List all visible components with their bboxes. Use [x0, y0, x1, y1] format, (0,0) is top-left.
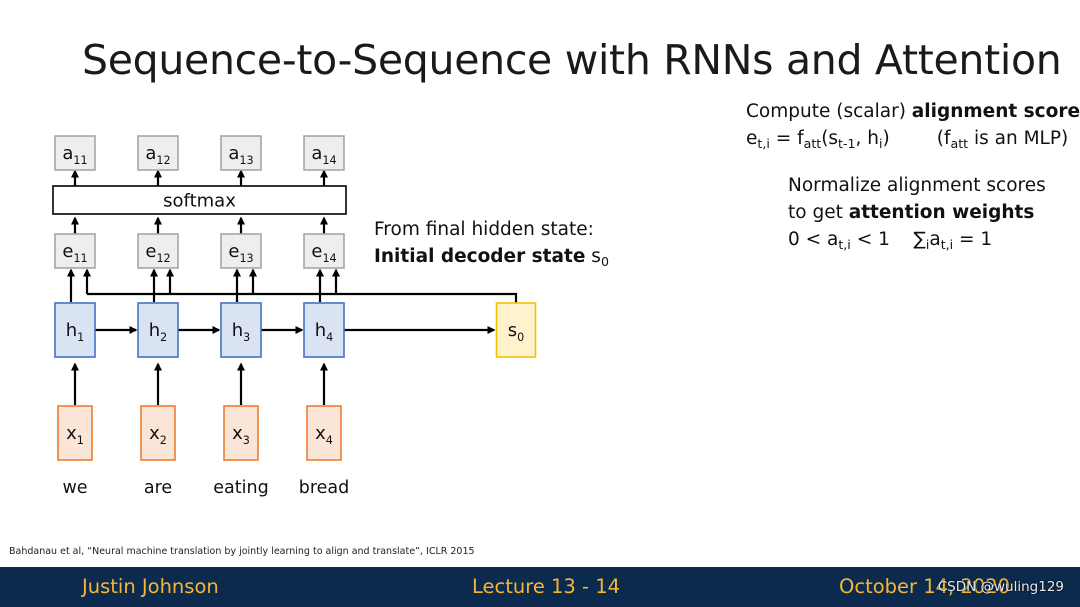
- input-x4: x4: [306, 405, 342, 461]
- input-x3-box: [223, 405, 259, 461]
- input-x3: x3: [223, 405, 259, 461]
- input-x4-box: [306, 405, 342, 461]
- alignment-score-e14-box: [303, 233, 345, 269]
- alignment-score-e11-label: e11: [62, 241, 87, 265]
- alignment-score-e13-box: [220, 233, 262, 269]
- attention-weight-a11: a11: [54, 135, 96, 171]
- alignment-score-e11-box: [54, 233, 96, 269]
- normalize-annotation: Normalize alignment scores to get attent…: [788, 172, 1046, 253]
- citation: Bahdanau et al, “Neural machine translat…: [9, 546, 475, 557]
- softmax-block: softmax: [52, 185, 347, 215]
- input-x2: x2: [140, 405, 176, 461]
- alignment-score-e13: e13: [220, 233, 262, 269]
- encoder-state-h2-label: h2: [149, 320, 168, 344]
- input-x1: x1: [57, 405, 93, 461]
- encoder-state-h3-label: h3: [232, 320, 251, 344]
- initial-state-line2: Initial decoder state s0: [374, 246, 609, 269]
- input-word: we: [62, 478, 87, 498]
- watermark: CSDN @wuling129: [937, 579, 1064, 595]
- attention-weight-a13-label: a13: [228, 143, 253, 167]
- initial-state-annotation: From final hidden state: Initial decoder…: [374, 216, 609, 270]
- footer-lecture: Lecture 13 - 14: [472, 575, 621, 598]
- encoder-state-h2: h2: [137, 302, 179, 358]
- encoder-state-h2-box: [137, 302, 179, 358]
- input-x1-label: x1: [66, 423, 84, 447]
- slide-title: Sequence-to-Sequence with RNNs and Atten…: [82, 36, 1062, 84]
- encoder-state-h1: h1: [54, 302, 96, 358]
- footer-author: Justin Johnson: [82, 575, 219, 598]
- attention-diagram: a11 a12 a13 a14 softmax e11 e12 e13 e14 h1 h2 h3 h4 s…: [52, 135, 537, 498]
- footer-bar: Justin Johnson Lecture 13 - 14 October 1…: [0, 567, 1080, 607]
- initial-state-line1: From final hidden state:: [374, 219, 594, 240]
- decoder-state-s0-label: s0: [508, 320, 525, 344]
- attention-weight-a12-box: [137, 135, 179, 171]
- s0-feedback-line: [87, 292, 518, 303]
- footer-date: October 14, 2020: [839, 575, 1011, 598]
- normalize-line2: to get attention weights: [788, 202, 1035, 223]
- softmax-box: [52, 185, 347, 215]
- attention-weight-a13-box: [220, 135, 262, 171]
- attention-weight-a12-label: a12: [145, 143, 170, 167]
- input-x4-label: x4: [315, 423, 333, 447]
- compute-line1: Compute (scalar) alignment scores: [746, 101, 1080, 122]
- decoder-state-s0-box: [495, 302, 537, 358]
- softmax-label: softmax: [163, 191, 236, 212]
- input-x2-box: [140, 405, 176, 461]
- alignment-score-e14: e14: [303, 233, 345, 269]
- input-word: bread: [299, 478, 350, 498]
- alignment-score-e11: e11: [54, 233, 96, 269]
- encoder-state-h4: h4: [303, 302, 345, 358]
- alignment-score-e13-label: e13: [228, 241, 253, 265]
- alignment-score-e12: e12: [137, 233, 179, 269]
- input-x1-box: [57, 405, 93, 461]
- alignment-score-e14-label: e14: [311, 241, 336, 265]
- input-word: eating: [213, 478, 268, 498]
- attention-weight-a11-box: [54, 135, 96, 171]
- encoder-state-h4-box: [303, 302, 345, 358]
- attention-weight-a12: a12: [137, 135, 179, 171]
- normalize-line1: Normalize alignment scores: [788, 175, 1046, 196]
- alignment-score-e12-label: e12: [145, 241, 170, 265]
- encoder-state-h1-label: h1: [66, 320, 85, 344]
- attention-weight-a11-label: a11: [62, 143, 87, 167]
- attention-weight-a14: a14: [303, 135, 345, 171]
- attention-weight-a14-label: a14: [311, 143, 336, 167]
- compute-annotation: Compute (scalar) alignment scores et,i =…: [746, 98, 1080, 152]
- normalize-formula: 0 < at,i < 1 ∑iat,i = 1: [788, 229, 993, 252]
- attention-weight-a14-box: [303, 135, 345, 171]
- attention-weight-a13: a13: [220, 135, 262, 171]
- input-x2-label: x2: [149, 423, 167, 447]
- encoder-state-h4-label: h4: [315, 320, 334, 344]
- encoder-state-h3-box: [220, 302, 262, 358]
- decoder-state-s0: s0: [495, 302, 537, 358]
- input-word: are: [144, 478, 172, 498]
- input-x3-label: x3: [232, 423, 250, 447]
- encoder-state-h1-box: [54, 302, 96, 358]
- alignment-score-e12-box: [137, 233, 179, 269]
- compute-formula: et,i = fatt(st-1, hi) (fatt is an MLP): [746, 128, 1069, 151]
- encoder-state-h3: h3: [220, 302, 262, 358]
